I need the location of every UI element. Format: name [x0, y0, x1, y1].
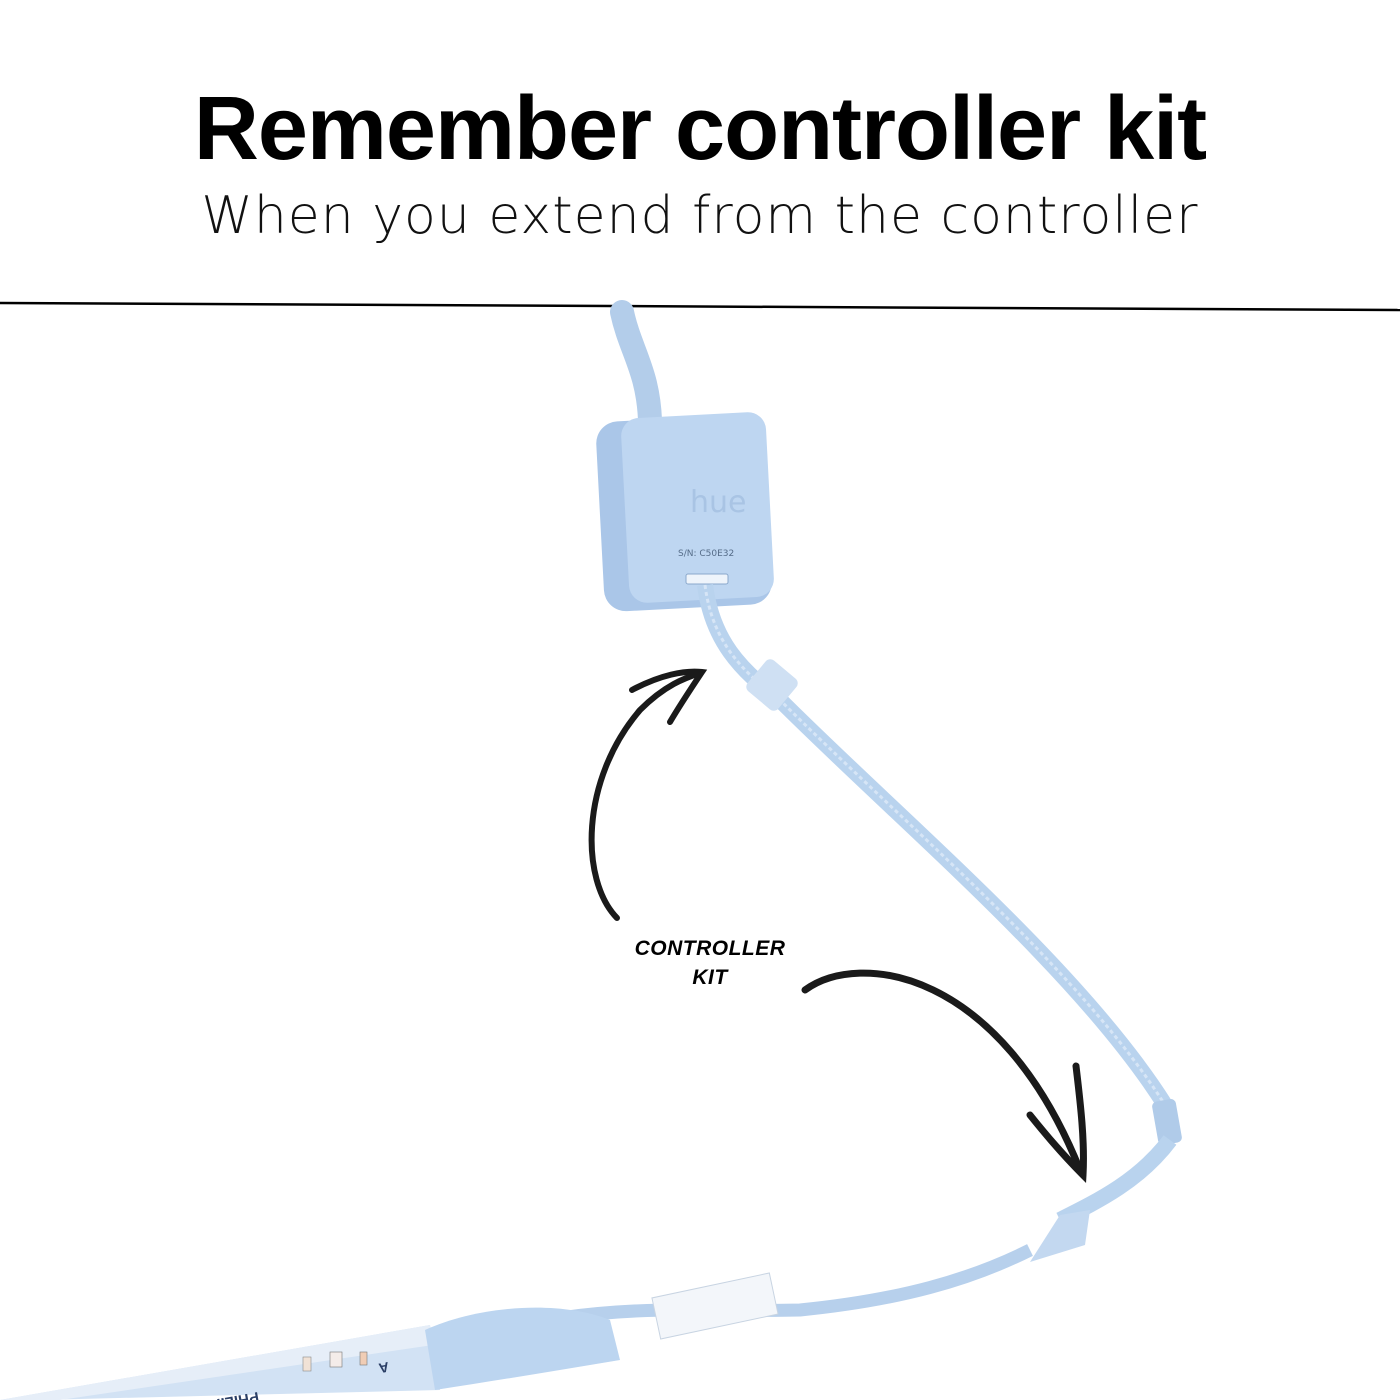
- light-strip: PHILIPS A: [0, 1307, 620, 1400]
- controller-box: hue S/N: C50E32: [596, 412, 774, 612]
- header-divider: [0, 301, 1400, 312]
- serial-number: S/N: C50E32: [678, 549, 734, 559]
- hue-logo: hue: [690, 485, 746, 520]
- label-line-1: CONTROLLER: [634, 937, 786, 960]
- strip-brand: PHILIPS: [200, 1388, 260, 1400]
- label-line-2: KIT: [692, 966, 728, 989]
- wire-joint: [1152, 1099, 1182, 1145]
- power-cable: [610, 300, 662, 432]
- page-subtitle: When you extend from the controller: [201, 186, 1199, 246]
- wire-connector: [746, 659, 798, 711]
- controller-kit-label: CONTROLLER KIT: [610, 934, 810, 992]
- strip-marker: A: [378, 1359, 391, 1377]
- cable-tag: [651, 1272, 779, 1340]
- page-title: Remember controller kit: [193, 79, 1207, 179]
- arrow-down-icon: [801, 969, 1087, 1184]
- arrow-up-icon: [588, 668, 708, 921]
- strip-end-cap: [425, 1307, 620, 1390]
- strip-connector: [1030, 1210, 1090, 1262]
